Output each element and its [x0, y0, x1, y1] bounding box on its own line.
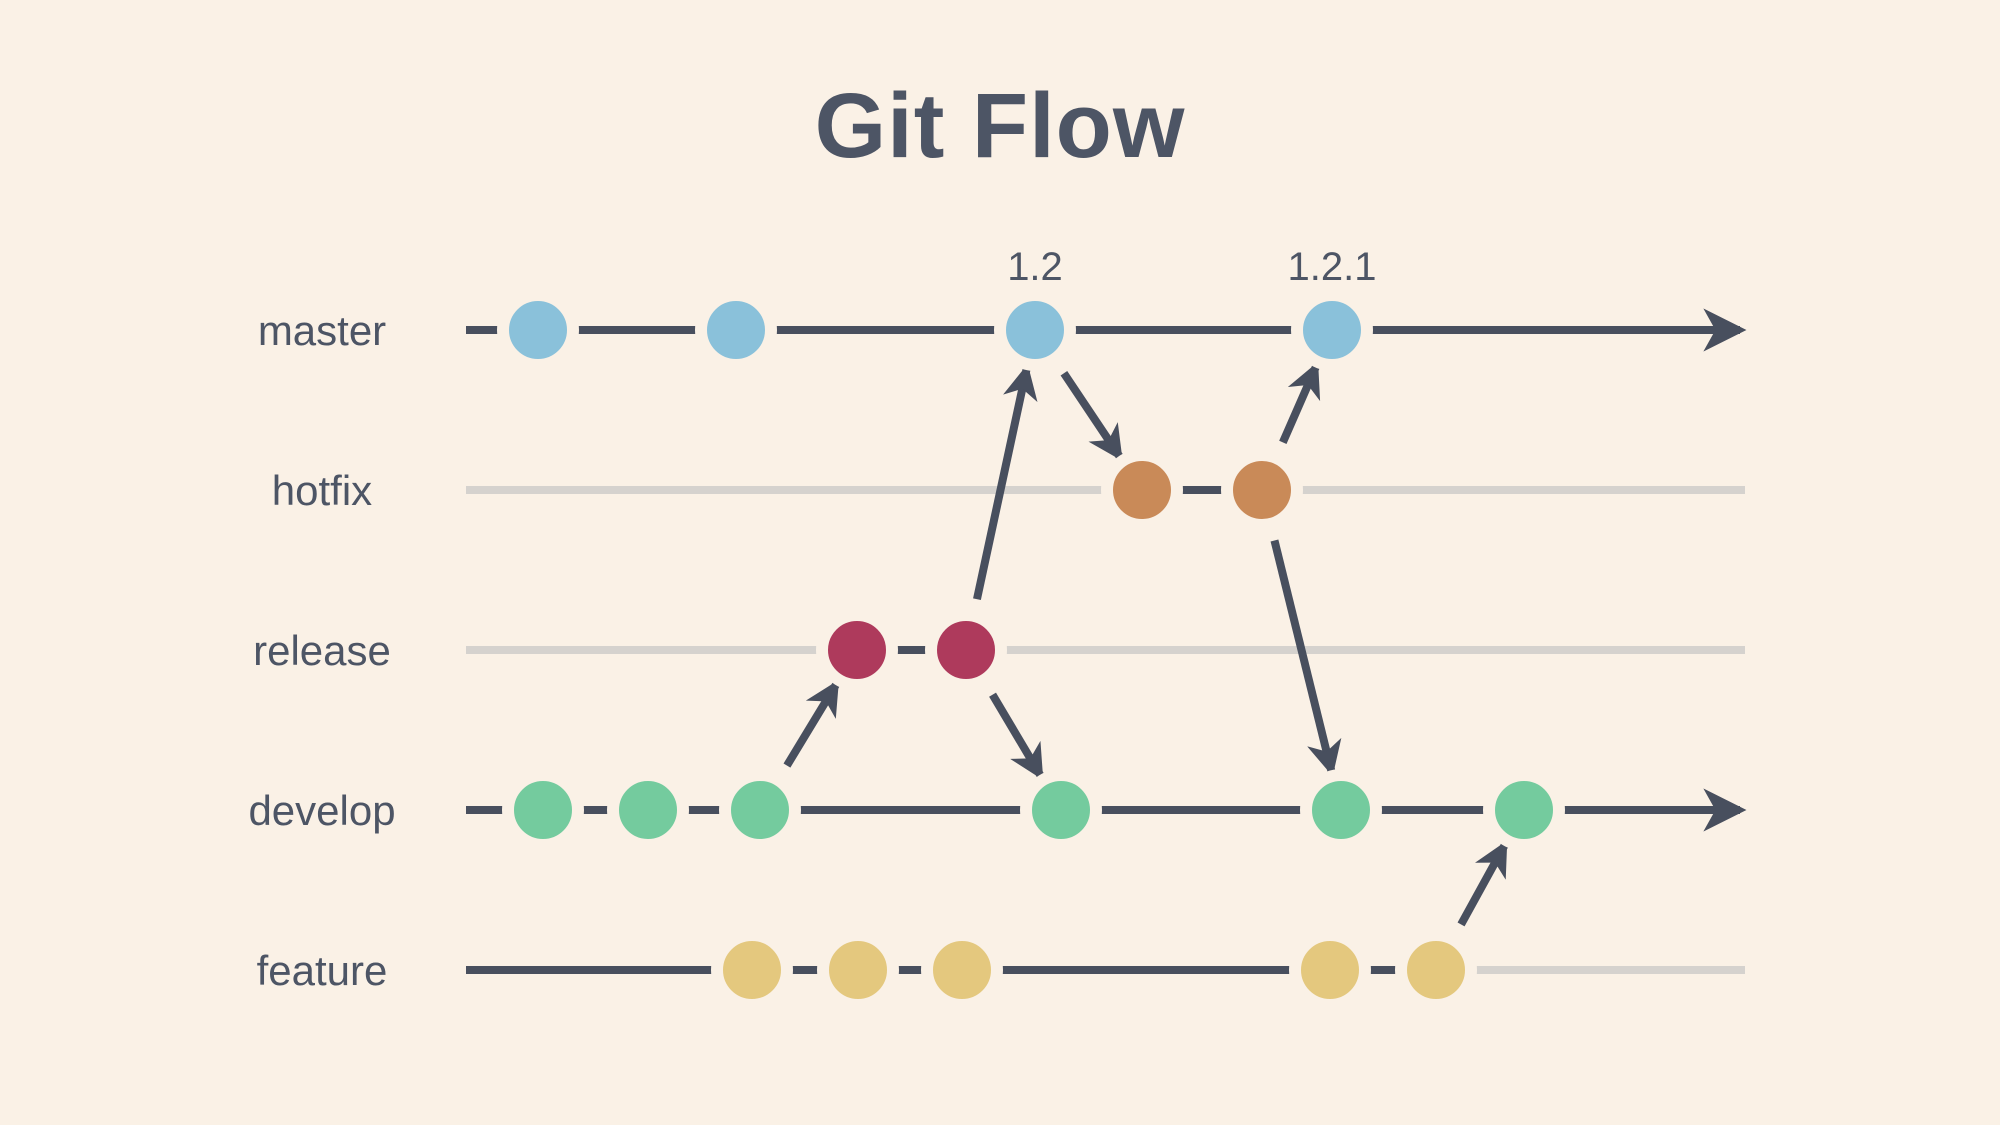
commit-master-1 — [497, 289, 579, 371]
arrow-merge-hotfix-into-develop — [1270, 539, 1342, 777]
diagram-title: Git Flow — [814, 75, 1186, 177]
arrow-branch-master-to-hotfix — [1060, 371, 1124, 462]
commit-release-1 — [816, 609, 898, 691]
arrow-merge-release-into-master — [973, 363, 1038, 601]
arrow-merge-feature-into-develop — [1457, 840, 1509, 927]
branch-label-hotfix: hotfix — [272, 467, 372, 514]
commit-feature-2 — [817, 929, 899, 1011]
arrow-merge-release-into-develop — [989, 692, 1045, 781]
commit-develop-1 — [502, 769, 584, 851]
branch-label-feature: feature — [257, 947, 388, 994]
commit-develop-2 — [607, 769, 689, 851]
arrow-merge-hotfix-into-master — [1279, 361, 1321, 444]
commit-develop-3 — [719, 769, 801, 851]
commit-master-4 — [1291, 289, 1373, 371]
commit-feature-3 — [921, 929, 1003, 1011]
commit-hotfix-2 — [1221, 449, 1303, 531]
branch-label-master: master — [258, 307, 386, 354]
branch-label-release: release — [253, 627, 391, 674]
arrow-branch-develop-to-release — [783, 679, 840, 768]
commit-develop-4 — [1020, 769, 1102, 851]
commit-feature-5 — [1395, 929, 1477, 1011]
commit-feature-1 — [711, 929, 793, 1011]
commit-release-2 — [925, 609, 1007, 691]
tag-1.2: 1.2 — [1007, 245, 1063, 289]
commit-feature-4 — [1289, 929, 1371, 1011]
branch-label-develop: develop — [248, 787, 395, 834]
commit-develop-5 — [1300, 769, 1382, 851]
tag-1.2.1: 1.2.1 — [1288, 245, 1377, 289]
commit-hotfix-1 — [1101, 449, 1183, 531]
commit-develop-6 — [1483, 769, 1565, 851]
commit-master-3 — [994, 289, 1076, 371]
commit-master-2 — [695, 289, 777, 371]
